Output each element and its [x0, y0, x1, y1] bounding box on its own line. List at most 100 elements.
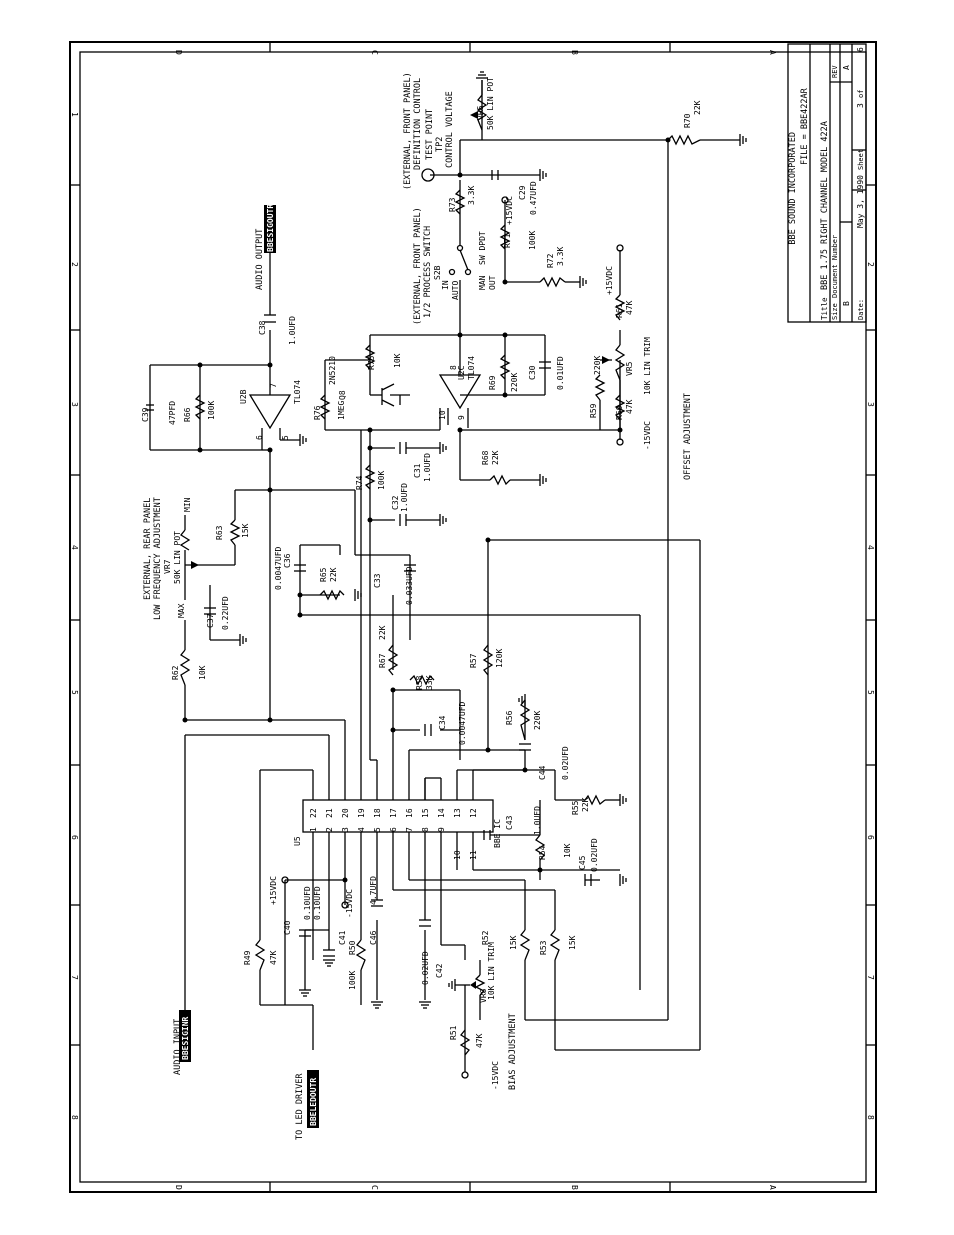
r61-ref: R61	[615, 303, 624, 318]
u5-pin-6: 6	[389, 827, 398, 832]
m15-c41: -15VDC	[345, 889, 354, 918]
u5-pin-1: 1	[309, 827, 318, 832]
u5-pin-4: 4	[357, 827, 366, 832]
label-tp2: TP2	[435, 137, 445, 152]
ground-symbols	[239, 71, 747, 1009]
u5-pin-22: 22	[309, 808, 318, 818]
zone-num-4-right: 4	[866, 545, 875, 550]
label-audio-output: AUDIO OUTPUT	[255, 229, 265, 290]
test-point-tp2	[421, 168, 435, 182]
zone-letter-b-bottom: B	[570, 1185, 579, 1190]
label-control-voltage: CONTROL VOLTAGE	[445, 91, 455, 168]
r70-val: 22K	[693, 100, 702, 115]
zone-num-7-right: 7	[866, 975, 875, 980]
c38-val: 1.0UFD	[288, 316, 297, 345]
u2c-pin-10: 10	[438, 410, 447, 420]
u5-pin-7: 7	[405, 827, 414, 832]
r56-ref: R56	[505, 710, 514, 725]
r49-val: 47K	[269, 950, 278, 965]
r71-ref: R71	[503, 233, 512, 248]
label-max: MAX	[177, 603, 186, 618]
u5-pin-8: 8	[421, 827, 430, 832]
r72-ref: R72	[546, 253, 555, 268]
u2c-ref: U2C	[457, 365, 466, 380]
zone-num-5-right: 5	[866, 690, 875, 695]
r59-val: 220K	[593, 356, 602, 375]
r55-ref: R55	[571, 800, 580, 815]
sheet-of: of	[857, 90, 865, 98]
zone-letter-a-top: A	[768, 50, 777, 55]
c34-ref: C34	[438, 715, 447, 730]
c44-val: 0.02UFD	[561, 746, 570, 780]
label-min: MIN	[183, 497, 192, 512]
u5-name: BBE IC	[493, 819, 502, 848]
r68-val: 22K	[491, 450, 500, 465]
u5-pin-19: 19	[357, 808, 366, 818]
r75-ref: R75	[367, 355, 376, 370]
wiring	[149, 80, 740, 1072]
pot-wiper-arrows	[191, 111, 610, 989]
date-label: Date:	[857, 299, 865, 320]
capacitors	[146, 170, 592, 957]
zone-letter-c-top: C	[370, 50, 379, 55]
c34-val: 0.0047UFD	[458, 701, 467, 745]
size-label: Size	[831, 303, 839, 320]
c45-ref: C45	[578, 855, 587, 870]
r55-val: 22K	[581, 797, 590, 812]
size-value: B	[842, 301, 851, 306]
u5-pin-15: 15	[421, 808, 430, 818]
r49-ref: R49	[243, 950, 252, 965]
r62-ref: R62	[171, 665, 180, 680]
net-label-bbesiginr: BBESIGINR	[181, 1016, 190, 1060]
c40-val: 0.10UFD	[303, 886, 312, 920]
component-labels: C39 47PFD R66 100K C38 1.0UFD R74 100K R…	[141, 77, 702, 1090]
r65-val: 22K	[329, 567, 338, 582]
c29-ref: C29	[518, 185, 527, 200]
r63-ref: R63	[215, 525, 224, 540]
c40-ref: C40	[283, 920, 292, 935]
u5-pin-12: 12	[469, 808, 478, 818]
c39-val: 47PFD	[168, 401, 177, 425]
r76-val: 1MEG	[337, 401, 346, 420]
net-label-bbesigoutr: BBESIGOUTR	[266, 204, 275, 252]
zone-num-2-left: 2	[70, 262, 79, 267]
rev-label: REV	[831, 65, 839, 78]
net-connectors	[179, 205, 319, 1128]
label-auto: AUTO	[451, 281, 460, 300]
label-offset-adjustment: OFFSET ADJUSTMENT	[683, 393, 693, 480]
u2c-part: TL074	[467, 356, 476, 380]
r72-val: 3.3K	[556, 247, 565, 266]
r74-val: 100K	[377, 471, 386, 490]
vr5-ref: VR5	[625, 361, 634, 376]
r62-val: 10K	[198, 665, 207, 680]
u5-pin-14: 14	[437, 808, 446, 818]
c31-ref: C31	[413, 463, 422, 478]
label-s2b: S2B	[433, 265, 442, 280]
u5-bbe-ic	[302, 760, 494, 880]
u5-pin-3: 3	[341, 827, 350, 832]
m15-r51: -15VDC	[491, 1061, 500, 1090]
u2b-pin-6: 6	[255, 435, 264, 440]
zone-num-5-left: 5	[70, 690, 79, 695]
zone-num-1-left: 1	[70, 112, 79, 117]
vr6-val: 50K LIN POT	[486, 77, 495, 130]
u5-pin-9: 9	[437, 827, 446, 832]
zone-num-2-right: 2	[866, 262, 875, 267]
r67-ref: R67	[378, 653, 387, 668]
c42-ref: C42	[435, 963, 444, 978]
zone-num-4-left: 4	[70, 545, 79, 550]
r53-val: 15K	[568, 935, 577, 950]
c46-ref: C46	[369, 930, 378, 945]
sheet-total: 6	[856, 47, 865, 52]
zone-num-3-right: 3	[866, 402, 875, 407]
label-bias-adjustment: BIAS ADJUSTMENT	[508, 1013, 518, 1090]
r74-ref: R74	[355, 475, 364, 490]
c30-val: 0.01UFD	[556, 356, 565, 390]
r60-val: 47K	[625, 399, 634, 414]
r70-ref: R70	[683, 113, 692, 128]
r66-ref: R66	[183, 407, 192, 422]
r51-val: 47K	[475, 1033, 484, 1048]
title-text: BBE 1.75 RIGHT CHANNEL MODEL 422A	[820, 121, 830, 290]
r76-ref: R76	[313, 405, 322, 420]
c41-val: 0.10UFD	[313, 886, 322, 920]
